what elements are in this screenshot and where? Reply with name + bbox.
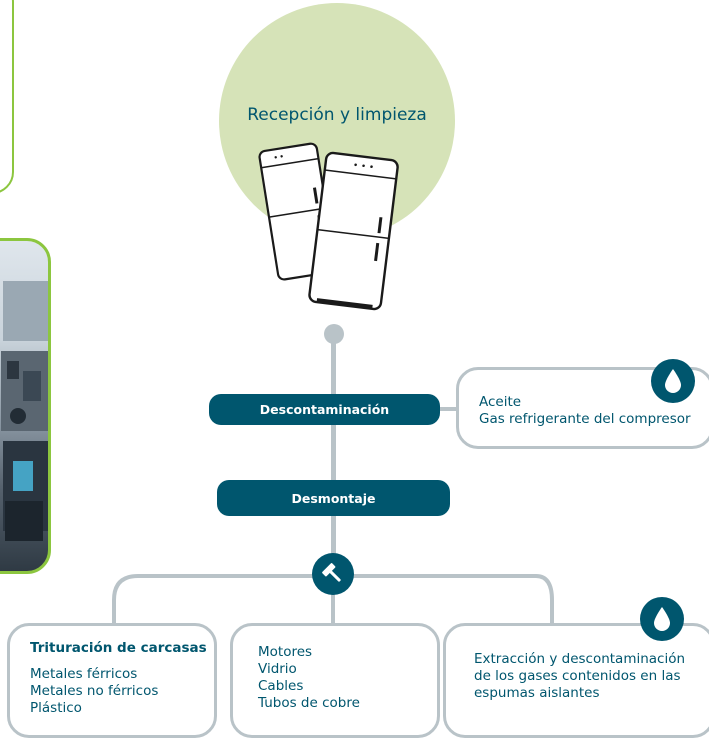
- output-line-refrigerant-gas: Gas refrigerante del compresor: [479, 411, 691, 427]
- main-connector: [331, 334, 336, 584]
- drop-icon: [665, 369, 681, 393]
- component-glass: Vidrio: [258, 661, 297, 677]
- foam-line-3: espumas aislantes: [474, 685, 600, 701]
- decontamination-drop-badge: [651, 359, 695, 403]
- component-cables: Cables: [258, 678, 304, 694]
- component-copper-tubes: Tubos de cobre: [258, 695, 360, 711]
- foam-gases-drop-badge: [640, 597, 684, 641]
- fridge-icon: [258, 142, 399, 311]
- factory-photo: [0, 238, 51, 574]
- shredding-box: Trituración de carcasas Metales férricos…: [7, 623, 217, 738]
- output-line-oil: Aceite: [479, 394, 522, 410]
- foam-gases-box: Extracción y descontaminación de los gas…: [443, 623, 709, 738]
- components-box: Motores Vidrio Cables Tubos de cobre: [230, 623, 440, 738]
- left-info-panel: [0, 0, 14, 194]
- shredding-line-nonferrous: Metales no férricos: [30, 683, 159, 699]
- shredding-title: Trituración de carcasas: [30, 640, 207, 656]
- disassembly-tool-badge: [312, 553, 354, 595]
- foam-line-2: de los gases contenidos en las: [474, 668, 681, 684]
- disassembly-step: Desmontaje: [217, 480, 450, 516]
- reception-title: Recepción y limpieza: [247, 105, 427, 125]
- component-motors: Motores: [258, 644, 313, 660]
- shredding-line-plastic: Plástico: [30, 700, 82, 716]
- decontamination-link: [420, 407, 465, 411]
- connector-node: [324, 324, 344, 344]
- hammer-icon: [322, 563, 341, 582]
- drop-icon: [654, 607, 670, 631]
- foam-line-1: Extracción y descontaminación: [474, 651, 686, 667]
- factory-machinery-image: [1, 281, 48, 541]
- shredding-line-ferrous: Metales férricos: [30, 666, 138, 682]
- decontamination-step: Descontaminación: [209, 394, 440, 425]
